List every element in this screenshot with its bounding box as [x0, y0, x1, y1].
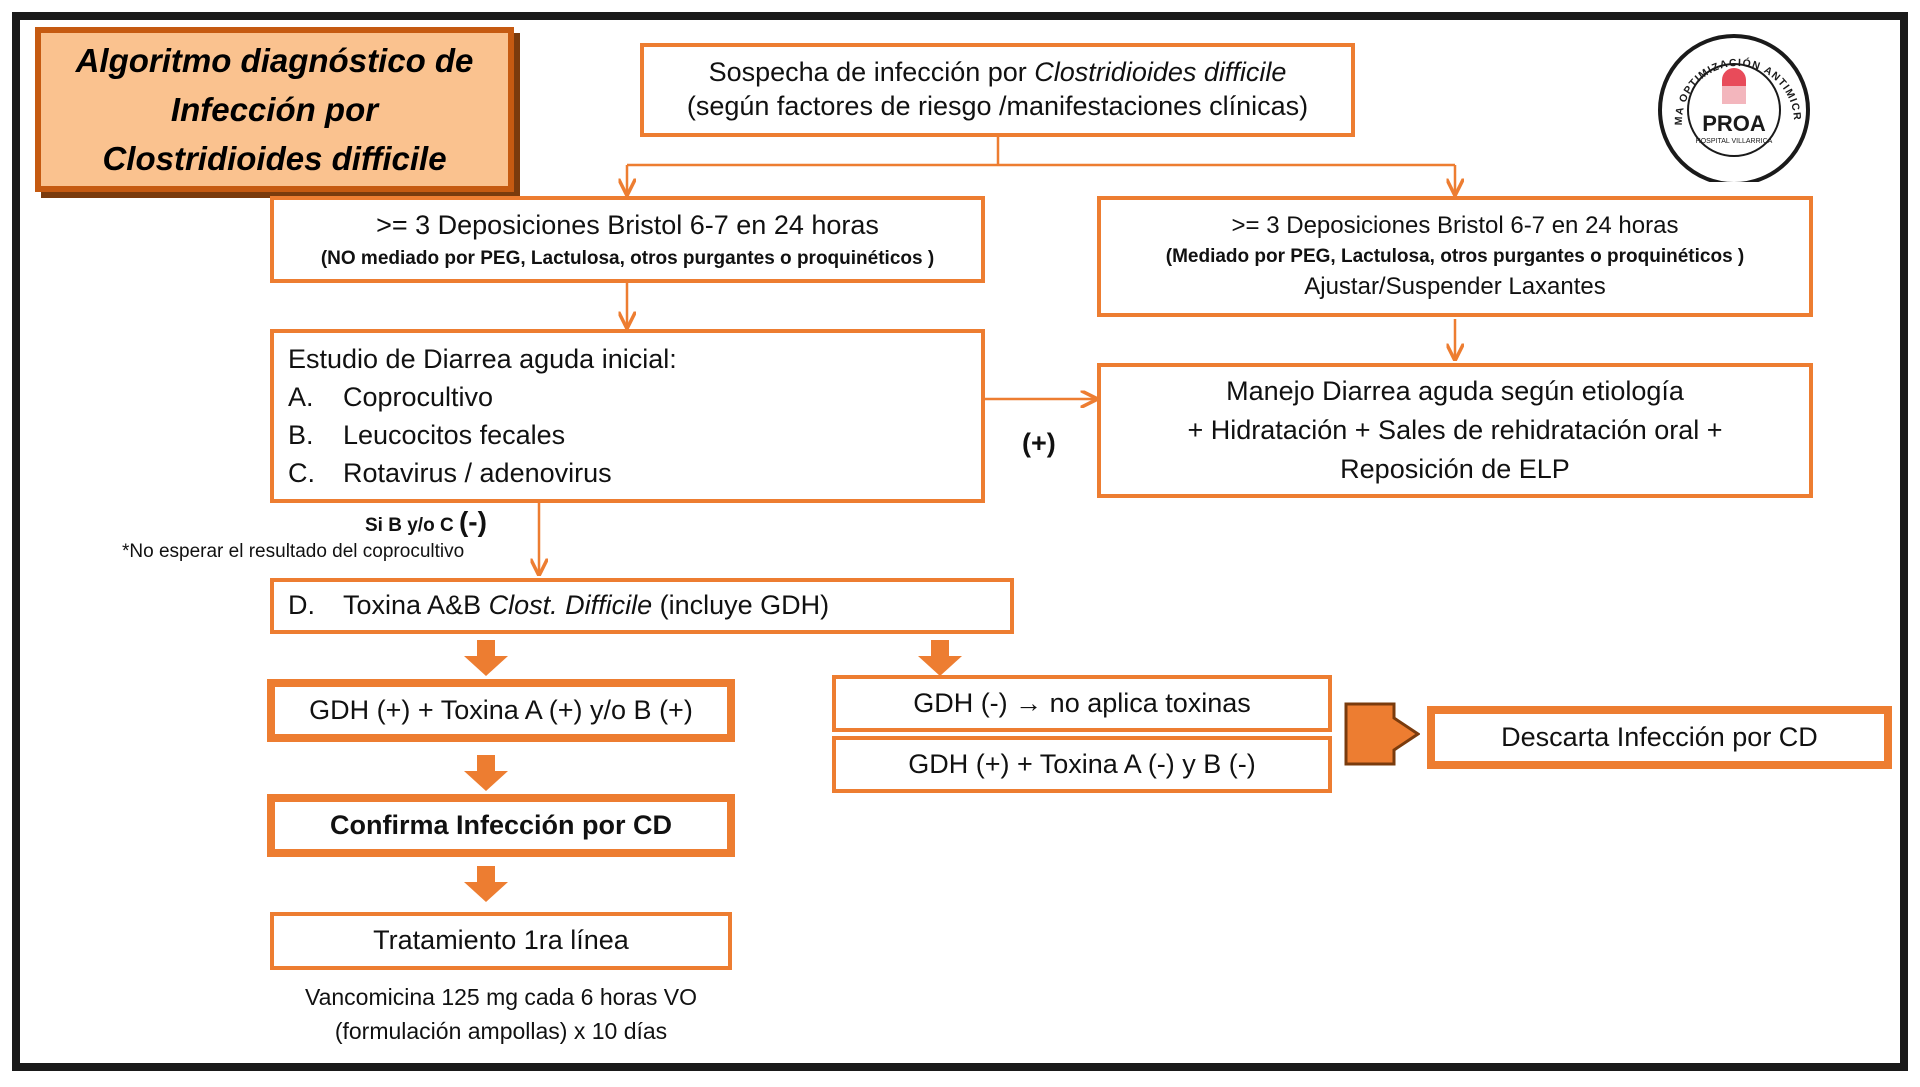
bristol-laxative-line-1: >= 3 Deposiciones Bristol 6-7 en 24 hora…	[1231, 211, 1679, 239]
treatment-text: Tratamiento 1ra línea	[373, 925, 629, 956]
management-line-3: Reposición de ELP	[1340, 454, 1570, 484]
title-line-2: Infección por	[170, 91, 379, 128]
bristol-laxative-line-3: Ajustar/Suspender Laxantes	[1304, 273, 1606, 301]
suspicion-box: Sospecha de infección por Clostridioides…	[640, 43, 1355, 137]
note-text: *No esperar el resultado del coprocultiv…	[122, 541, 465, 562]
down-arrow-icon	[464, 755, 508, 791]
gdh-negative-box: GDH (-) → no aplica toxinas	[832, 675, 1332, 732]
treatment-detail-line-1: Vancomicina 125 mg cada 6 horas VO	[304, 984, 698, 1010]
initial-study-box: Estudio de Diarrea aguda inicial: A.Copr…	[270, 329, 985, 503]
treatment-box: Tratamiento 1ra línea	[270, 912, 732, 970]
confirm-box: Confirma Infección por CD	[267, 794, 735, 857]
block-right-arrow-icon	[1344, 702, 1420, 766]
initial-study-item: C.Rotavirus / adenovirus	[288, 458, 612, 488]
gdh-pos-tox-neg-text: GDH (+) + Toxina A (-) y B (-)	[908, 748, 1256, 779]
down-arrow-icon	[464, 866, 508, 902]
bristol-laxative-line-2: (Mediado por PEG, Lactulosa, otros purga…	[1165, 245, 1745, 267]
toxin-test-box: D.Toxina A&B Clost. Difficile (incluye G…	[270, 578, 1014, 634]
discard-box: Descarta Infección por CD	[1427, 706, 1892, 769]
bristol-laxative-box: >= 3 Deposiciones Bristol 6-7 en 24 hora…	[1097, 196, 1813, 317]
bristol-no-laxative-box: >= 3 Deposiciones Bristol 6-7 en 24 hora…	[270, 196, 985, 283]
confirm-text: Confirma Infección por CD	[329, 809, 673, 840]
initial-study-item: A.Coprocultivo	[288, 382, 494, 412]
discard-text: Descarta Infección por CD	[1501, 721, 1818, 752]
down-arrow-icon	[918, 640, 962, 676]
suspicion-line-2: (según factores de riesgo /manifestacion…	[686, 91, 1309, 121]
bristol-no-laxative-line-2: (NO mediado por PEG, Lactulosa, otros pu…	[320, 247, 935, 269]
proa-logo: PROGRAMA OPTIMIZACIÓN ANTIMICROBIANOS PR…	[1654, 30, 1810, 182]
right-arrow-icon: →	[1015, 687, 1043, 718]
svg-text:HOSPITAL VILLARRICA: HOSPITAL VILLARRICA	[1696, 138, 1773, 145]
initial-study-item: B.Leucocitos fecales	[288, 420, 566, 450]
gdh-positive-text: GDH (+) + Toxina A (+) y/o B (+)	[309, 694, 693, 725]
gdh-negative-text: GDH (-) → no aplica toxinas	[913, 687, 1251, 718]
management-line-2: + Hidratación + Sales de rehidratación o…	[1187, 415, 1723, 445]
initial-study-heading: Estudio de Diarrea aguda inicial:	[288, 344, 677, 374]
management-line-1: Manejo Diarrea aguda según etiología	[1226, 376, 1684, 406]
treatment-detail-line-2: (formulación ampollas) x 10 días	[334, 1018, 668, 1044]
suspicion-line-1: Sospecha de infección por Clostridioides…	[708, 57, 1287, 88]
title-box: Algoritmo diagnóstico de Infección por C…	[35, 27, 514, 192]
svg-text:PROA: PROA	[1702, 111, 1766, 136]
title-line-3: Clostridioides difficile	[102, 140, 447, 177]
management-box: Manejo Diarrea aguda según etiología + H…	[1097, 363, 1813, 498]
gdh-pos-tox-neg-box: GDH (+) + Toxina A (-) y B (-)	[832, 736, 1332, 793]
negative-condition-label: Si B y/o C (-)	[365, 506, 487, 537]
down-arrow-icon	[464, 640, 508, 676]
treatment-detail: Vancomicina 125 mg cada 6 horas VO (form…	[270, 980, 732, 1048]
bristol-no-laxative-line-1: >= 3 Deposiciones Bristol 6-7 en 24 hora…	[376, 209, 879, 240]
toxin-test-line: D.Toxina A&B Clost. Difficile (incluye G…	[288, 590, 830, 621]
gdh-positive-box: GDH (+) + Toxina A (+) y/o B (+)	[267, 679, 735, 742]
title-line-1: Algoritmo diagnóstico de	[75, 42, 474, 79]
positive-label: (+)	[1022, 428, 1056, 458]
